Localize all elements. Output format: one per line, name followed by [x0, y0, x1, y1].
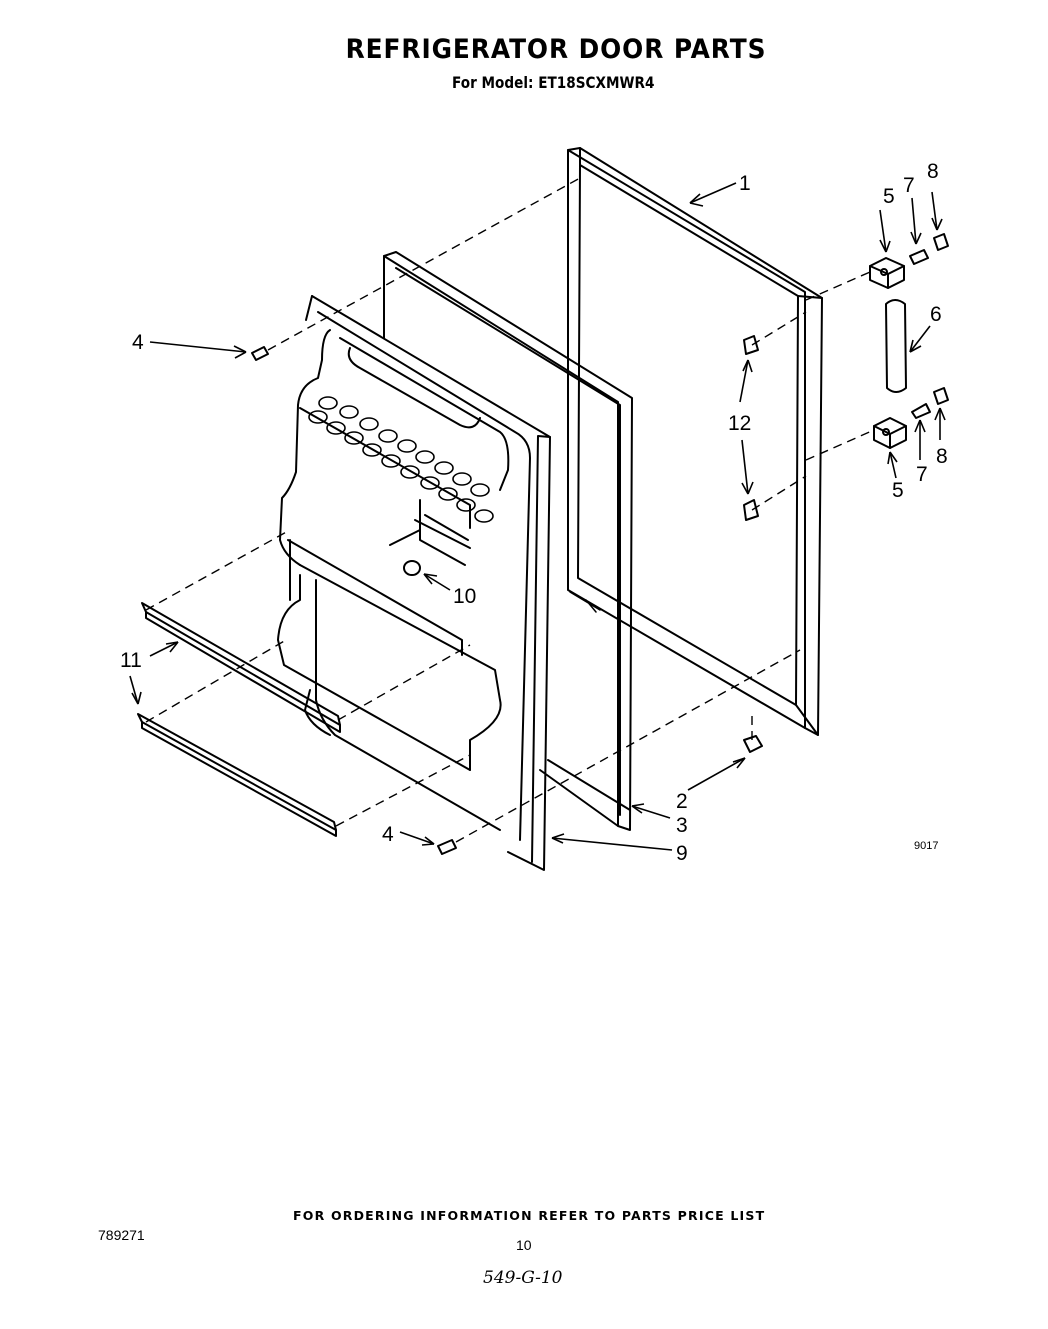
- callout-6: 6: [930, 303, 942, 326]
- door-stop-part: [743, 735, 763, 753]
- leader-arrows: [129, 182, 946, 851]
- callout-5-upper: 5: [883, 185, 895, 208]
- callout-9: 9: [676, 842, 688, 865]
- callout-4-lower: 4: [382, 823, 394, 846]
- door-gasket: [383, 251, 633, 831]
- callout-2: 2: [676, 790, 688, 813]
- door-clip-upper: [743, 335, 759, 355]
- door-clip-lower: [743, 499, 759, 521]
- callout-3: 3: [676, 814, 688, 837]
- knob-part: [403, 560, 421, 576]
- hinge-screw-upper: [909, 249, 929, 265]
- shelf-bar-lower: [137, 713, 337, 837]
- hinge-cap-lower: [933, 387, 949, 405]
- hinge-cap-upper: [933, 233, 949, 251]
- callout-7-lower: 7: [916, 463, 928, 486]
- assembly-lines: [145, 177, 875, 843]
- door-outer-panel: [567, 147, 823, 736]
- callout-4-upper: 4: [132, 331, 144, 354]
- model-subtitle: For Model: ET18SCXMWR4: [452, 73, 655, 92]
- shelf-bar-upper: [141, 602, 341, 733]
- door-rack-holes: [308, 396, 494, 523]
- callout-12: 12: [728, 412, 751, 435]
- door-screw-lower: [437, 839, 457, 855]
- callout-1: 1: [739, 172, 751, 195]
- figure-id: 9017: [914, 840, 939, 852]
- callout-7-upper: 7: [903, 174, 915, 197]
- handwritten-note: 549-G-10: [483, 1268, 563, 1288]
- ordering-note: FOR ORDERING INFORMATION REFER TO PARTS …: [293, 1208, 766, 1223]
- callout-11: 11: [120, 649, 142, 672]
- callout-8-lower: 8: [936, 445, 948, 468]
- page-title: REFRIGERATOR DOOR PARTS: [345, 34, 767, 65]
- callout-8-upper: 8: [927, 160, 939, 183]
- hinge-screw-lower: [911, 403, 931, 419]
- door-screw-upper: [251, 346, 269, 361]
- hinge-block-upper: [869, 257, 905, 289]
- callout-10: 10: [453, 585, 476, 608]
- hinge-pin-bar: [885, 299, 907, 393]
- door-liner: [277, 295, 551, 871]
- document-number: 789271: [98, 1227, 145, 1243]
- page-number: 10: [516, 1237, 532, 1253]
- hinge-block-lower: [873, 417, 907, 449]
- callout-5-lower: 5: [892, 479, 904, 502]
